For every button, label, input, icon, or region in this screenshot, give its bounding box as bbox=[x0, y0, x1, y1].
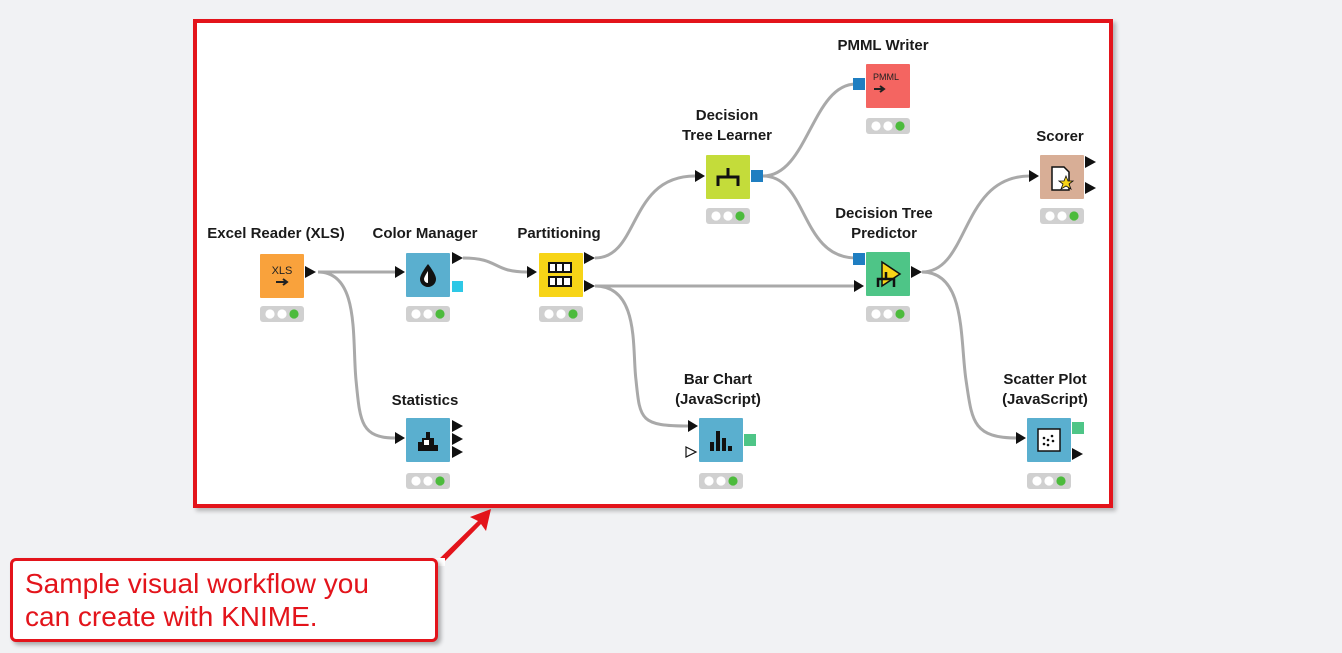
node-excel-reader[interactable]: Excel Reader (XLS) XLS bbox=[207, 225, 345, 322]
node-label-predictor-line2: Predictor bbox=[851, 225, 917, 242]
status-lights bbox=[1040, 208, 1084, 224]
output-port-model[interactable] bbox=[751, 170, 763, 182]
node-label-statistics: Statistics bbox=[392, 392, 459, 409]
input-port-optional[interactable] bbox=[685, 446, 698, 458]
status-lights bbox=[406, 306, 450, 322]
input-port-data[interactable] bbox=[395, 266, 405, 278]
output-port-data[interactable] bbox=[584, 280, 595, 292]
scorer-icon bbox=[1051, 166, 1075, 191]
output-port-image[interactable] bbox=[744, 434, 756, 446]
output-port-data[interactable] bbox=[452, 420, 463, 432]
input-port-data[interactable] bbox=[854, 280, 864, 292]
predictor-icon bbox=[876, 260, 902, 288]
node-label-scatter-line2: (JavaScript) bbox=[1002, 391, 1088, 408]
input-port-model[interactable] bbox=[853, 253, 865, 265]
input-port-model[interactable] bbox=[853, 78, 865, 90]
callout-caption: Sample visual workflow you can create wi… bbox=[10, 558, 438, 642]
scatter-plot-icon bbox=[1037, 428, 1061, 452]
output-port-data[interactable] bbox=[452, 433, 463, 445]
node-label-scorer: Scorer bbox=[1036, 128, 1084, 145]
node-label-pmml-writer: PMML Writer bbox=[837, 37, 928, 54]
node-body-excel-reader[interactable] bbox=[260, 254, 304, 298]
output-port-data[interactable] bbox=[452, 252, 463, 264]
node-scatter-plot[interactable]: Scatter Plot (JavaScript) bbox=[1002, 371, 1088, 489]
node-partitioning[interactable]: Partitioning bbox=[517, 225, 601, 322]
connection-predictor-to-scorer[interactable] bbox=[921, 174, 1031, 274]
node-bar-chart[interactable]: Bar Chart (JavaScript) bbox=[675, 371, 761, 489]
status-lights bbox=[706, 208, 750, 224]
node-color-manager[interactable]: Color Manager bbox=[372, 225, 478, 322]
node-body-pmml-writer[interactable] bbox=[866, 64, 910, 108]
table-split-icon bbox=[548, 262, 572, 287]
status-lights bbox=[1027, 473, 1071, 489]
input-port-data[interactable] bbox=[695, 170, 705, 182]
node-label-predictor-line1: Decision Tree bbox=[835, 205, 933, 222]
input-port-data[interactable] bbox=[395, 432, 405, 444]
status-lights bbox=[406, 473, 450, 489]
node-label-learner-line1: Decision bbox=[696, 107, 759, 124]
node-label-barchart-line1: Bar Chart bbox=[684, 371, 752, 388]
callout-line-2: can create with KNIME. bbox=[25, 601, 318, 632]
connection-color-to-partitioning[interactable] bbox=[462, 256, 528, 274]
node-pmml-writer[interactable]: PMML Writer PMML bbox=[837, 37, 929, 134]
arrow-right-icon bbox=[874, 85, 886, 93]
node-body-partitioning[interactable] bbox=[539, 253, 583, 297]
node-label-barchart-line2: (JavaScript) bbox=[675, 391, 761, 408]
status-lights bbox=[866, 118, 910, 134]
input-port-data[interactable] bbox=[1016, 432, 1026, 444]
callout-line-1: Sample visual workflow you bbox=[25, 568, 369, 599]
connection-excel-to-statistics[interactable] bbox=[317, 270, 396, 440]
node-decision-tree-predictor[interactable]: Decision Tree Predictor bbox=[835, 205, 933, 322]
input-port-data[interactable] bbox=[1029, 170, 1039, 182]
input-port-data[interactable] bbox=[527, 266, 537, 278]
output-port-data[interactable] bbox=[911, 266, 922, 278]
connection-predictor-to-scatter[interactable] bbox=[921, 270, 1018, 440]
xls-icon: XLS bbox=[272, 265, 293, 277]
node-label-partitioning: Partitioning bbox=[517, 225, 600, 242]
tree-icon bbox=[716, 168, 740, 186]
status-lights bbox=[260, 306, 304, 322]
statistics-icon bbox=[418, 432, 438, 451]
workflow-canvas bbox=[193, 19, 1113, 508]
bar-chart-icon bbox=[710, 431, 732, 451]
node-body-bar-chart[interactable] bbox=[699, 418, 743, 462]
connections bbox=[317, 82, 1031, 440]
status-lights bbox=[866, 306, 910, 322]
node-label-excel-reader: Excel Reader (XLS) bbox=[207, 225, 345, 242]
node-label-scatter-line1: Scatter Plot bbox=[1003, 371, 1086, 388]
arrow-right-icon bbox=[276, 278, 289, 286]
node-label-learner-line2: Tree Learner bbox=[682, 127, 772, 144]
callout-pointer bbox=[430, 509, 491, 566]
output-port-data[interactable] bbox=[452, 446, 463, 458]
output-port-data[interactable] bbox=[1072, 448, 1083, 460]
connection-learner-to-predictor[interactable] bbox=[762, 174, 857, 260]
connection-partitioning-to-learner[interactable] bbox=[594, 174, 696, 260]
output-port-image[interactable] bbox=[1072, 422, 1084, 434]
input-port-data[interactable] bbox=[688, 420, 698, 432]
pmml-icon: PMML bbox=[873, 72, 899, 82]
output-port-data[interactable] bbox=[305, 266, 316, 278]
connection-learner-to-pmml[interactable] bbox=[762, 82, 857, 178]
status-lights bbox=[539, 306, 583, 322]
output-port-color-model[interactable] bbox=[452, 281, 463, 292]
node-scorer[interactable]: Scorer bbox=[1029, 128, 1096, 224]
node-statistics[interactable]: Statistics bbox=[392, 392, 463, 489]
output-port-data[interactable] bbox=[1085, 182, 1096, 194]
node-decision-tree-learner[interactable]: Decision Tree Learner bbox=[682, 107, 772, 224]
output-port-data[interactable] bbox=[1085, 156, 1096, 168]
status-lights bbox=[699, 473, 743, 489]
connection-partitioning-to-barchart[interactable] bbox=[594, 284, 690, 428]
output-port-data[interactable] bbox=[584, 252, 595, 264]
node-label-color-manager: Color Manager bbox=[372, 225, 477, 242]
